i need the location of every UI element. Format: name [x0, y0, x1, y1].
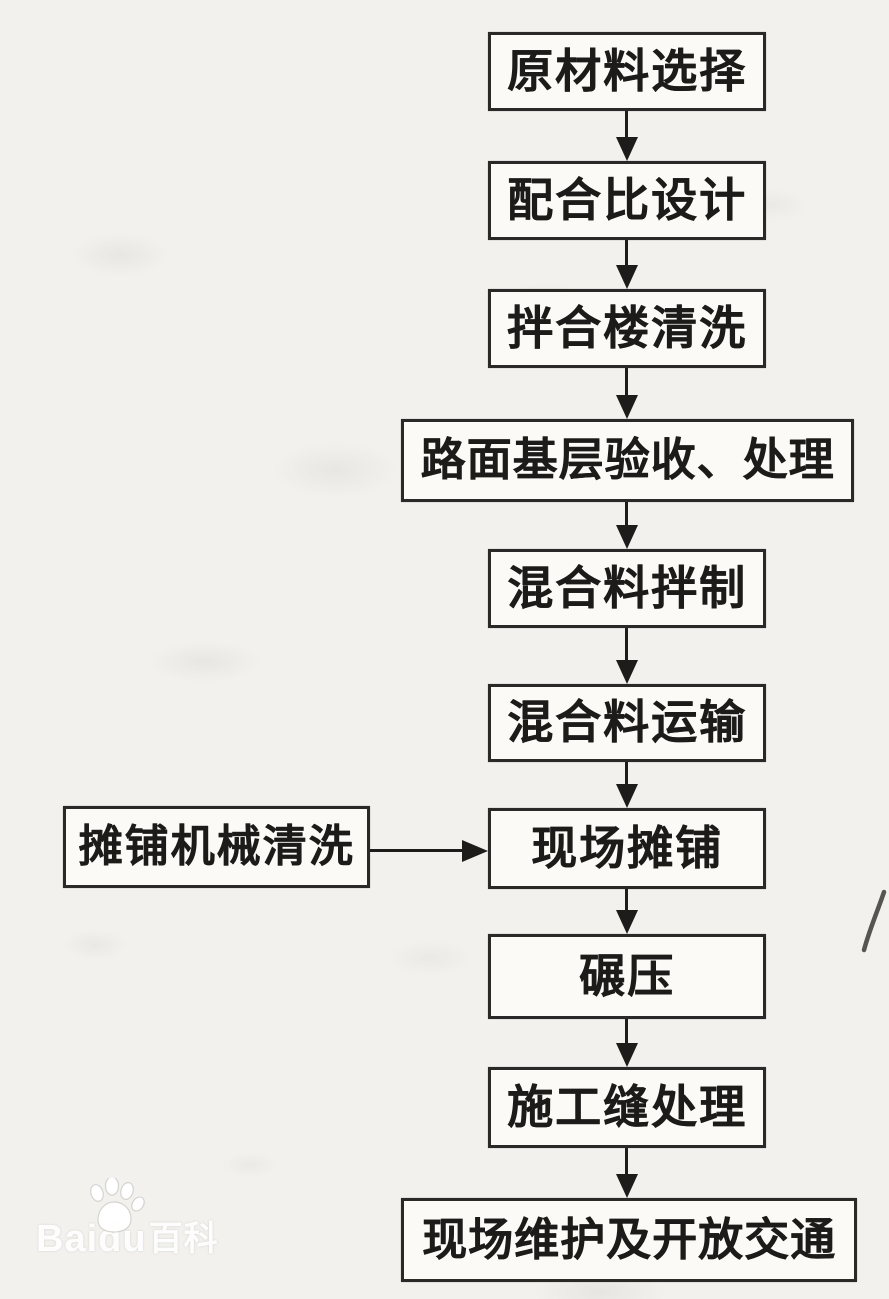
flow-node-paver-machinery-cleaning: 摊铺机械清洗 [63, 806, 370, 888]
stray-pen-mark [861, 889, 887, 953]
flow-node-rolling-compaction: 碾压 [488, 934, 766, 1019]
flow-node-site-maintenance-open-traffic: 现场维护及开放交通 [401, 1198, 857, 1282]
flow-node-construction-joint-treatment: 施工缝处理 [488, 1067, 766, 1148]
node-label: 配合比设计 [507, 174, 747, 226]
flow-node-mixture-transport: 混合料运输 [488, 684, 766, 762]
node-label: 施工缝处理 [507, 1081, 747, 1133]
node-label: 原材料选择 [507, 45, 747, 97]
node-label: 现场维护及开放交通 [421, 1214, 836, 1265]
arrow-down-icon [616, 502, 638, 549]
node-label: 路面基层验收、处理 [420, 435, 835, 485]
arrow-down-icon [616, 1019, 638, 1067]
arrow-down-icon [616, 1148, 638, 1198]
arrow-down-icon [616, 762, 638, 808]
arrow-down-icon [616, 628, 638, 684]
node-label: 混合料运输 [507, 697, 747, 748]
node-label: 混合料拌制 [507, 562, 747, 614]
arrow-down-icon [616, 240, 638, 289]
watermark-text: 百科 [148, 1220, 219, 1258]
baidu-paw-icon [90, 1177, 145, 1233]
arrow-down-icon [616, 368, 638, 419]
arrow-down-icon [616, 111, 638, 161]
flow-node-mixing-plant-cleaning: 拌合楼清洗 [488, 289, 766, 368]
flow-node-base-acceptance-treatment: 路面基层验收、处理 [401, 419, 854, 502]
node-label: 现场摊铺 [531, 822, 723, 874]
node-label: 摊铺机械清洗 [78, 822, 355, 871]
node-label: 碾压 [579, 950, 675, 1002]
arrow-down-icon [616, 889, 638, 934]
flow-node-mix-ratio-design: 配合比设计 [488, 161, 766, 240]
watermark-text: Bai [36, 1217, 99, 1260]
flow-node-raw-material-selection: 原材料选择 [488, 32, 766, 111]
node-label: 拌合楼清洗 [507, 302, 747, 354]
flow-node-mixture-mixing: 混合料拌制 [488, 549, 766, 628]
flow-node-onsite-paving: 现场摊铺 [488, 808, 766, 889]
arrow-right-icon [370, 840, 488, 862]
